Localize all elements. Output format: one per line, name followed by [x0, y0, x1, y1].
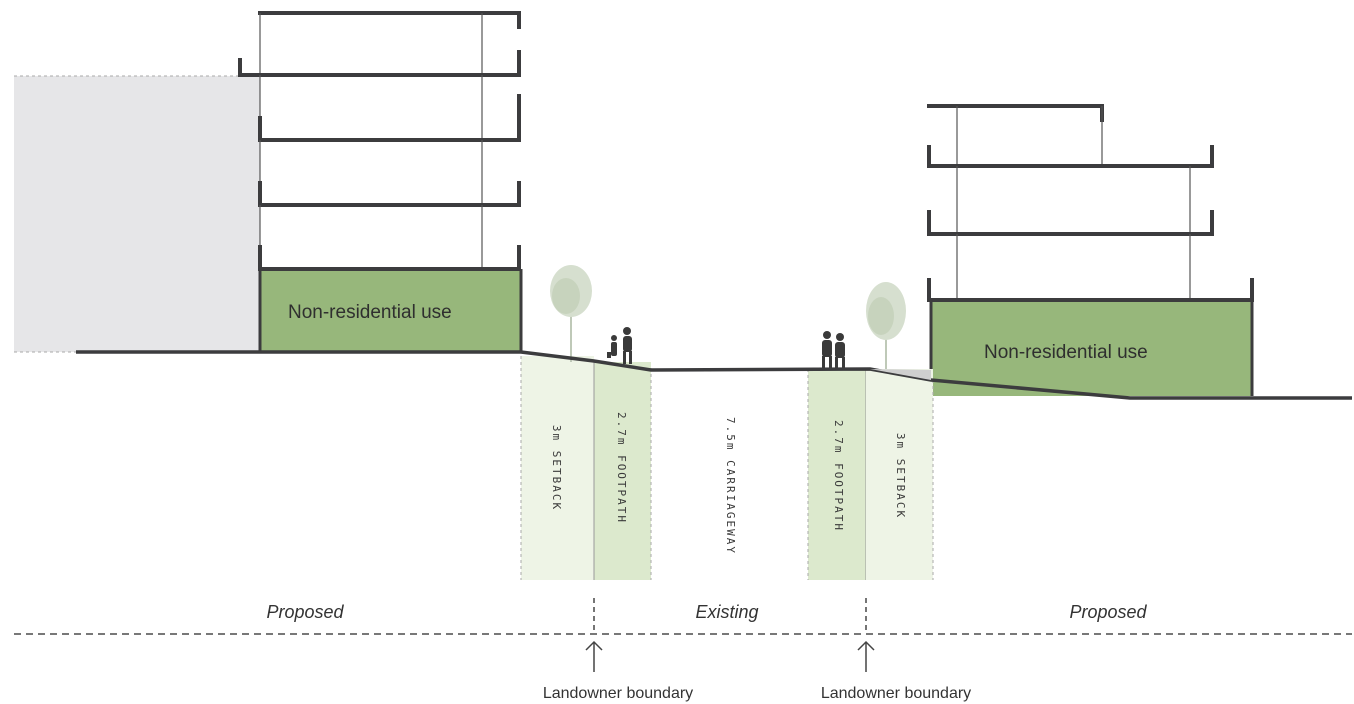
ground-line	[76, 350, 1352, 400]
right-setback-zone	[866, 369, 933, 580]
left-building-use-label: Non-residential use	[288, 302, 452, 323]
left-proposed-building: Non-residential use	[238, 11, 523, 352]
right-setback-label: 3m SETBACK	[894, 433, 907, 519]
right-non-residential-podium	[931, 300, 1251, 396]
left-footpath-label: 2.7m FOOTPATH	[615, 412, 628, 524]
status-left-proposed: Proposed	[266, 602, 344, 622]
left-landowner-boundary-label: Landowner boundary	[543, 685, 693, 702]
left-footpath-zone	[594, 362, 651, 580]
right-proposed-building: Non-residential use	[927, 104, 1254, 396]
right-footpath-label: 2.7m FOOTPATH	[832, 420, 845, 532]
street-zones: 3m SETBACK 2.7m FOOTPATH 7.5m CARRIAGEWA…	[520, 356, 934, 580]
tree-right	[866, 282, 906, 369]
right-landowner-boundary-label: Landowner boundary	[821, 685, 971, 702]
left-boundary-arrow-icon	[585, 640, 603, 672]
existing-neighbour-block	[14, 75, 260, 353]
carriageway-label: 7.5m CARRIAGEWAY	[724, 417, 737, 555]
left-setback-zone	[521, 356, 594, 580]
right-footpath-zone	[808, 369, 866, 580]
pedestrians-left	[607, 327, 632, 364]
right-boundary-arrow-icon	[857, 640, 875, 672]
left-setback-label: 3m SETBACK	[550, 425, 563, 511]
right-building-use-label: Non-residential use	[984, 342, 1148, 363]
tree-left	[550, 265, 592, 362]
pedestrians-right	[822, 331, 845, 369]
left-non-residential-podium	[260, 269, 521, 352]
status-existing: Existing	[695, 602, 758, 622]
status-right-proposed: Proposed	[1069, 602, 1147, 622]
